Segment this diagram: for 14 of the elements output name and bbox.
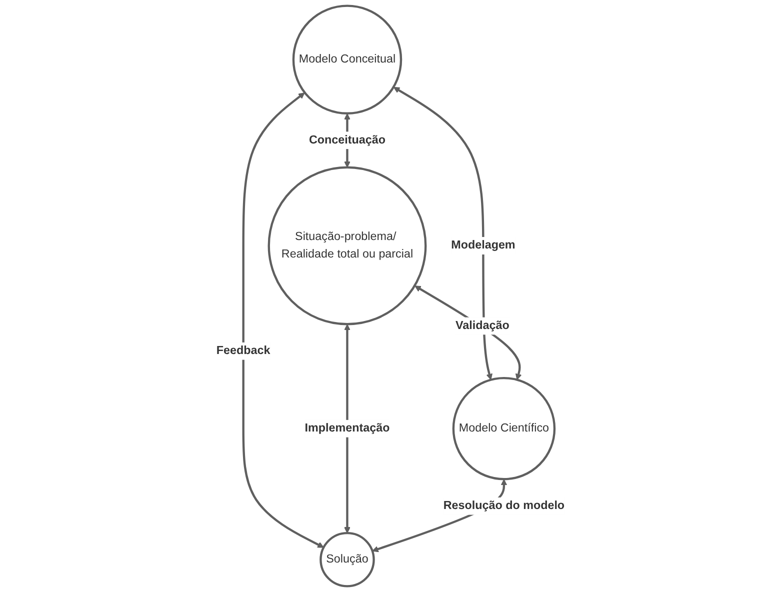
edge-label: Implementação — [304, 422, 390, 434]
edge-label: Validação — [456, 319, 510, 332]
arrow — [242, 92, 324, 548]
node-circle: Solução — [320, 532, 375, 588]
edge-label: Conceituação — [308, 134, 386, 146]
node-circle: Modelo Conceitual — [292, 4, 402, 114]
edge-label: Feedback — [216, 344, 270, 357]
arrow — [414, 286, 522, 380]
arrow — [344, 324, 350, 534]
node-circle: Modelo Científico — [452, 376, 556, 480]
arrow — [393, 86, 492, 380]
edge-label: Modelagem — [451, 239, 516, 252]
edge-label: Resolução do modelo — [443, 500, 565, 512]
node-circle: Situação-problema/ Realidade total ou parcial — [268, 166, 427, 326]
